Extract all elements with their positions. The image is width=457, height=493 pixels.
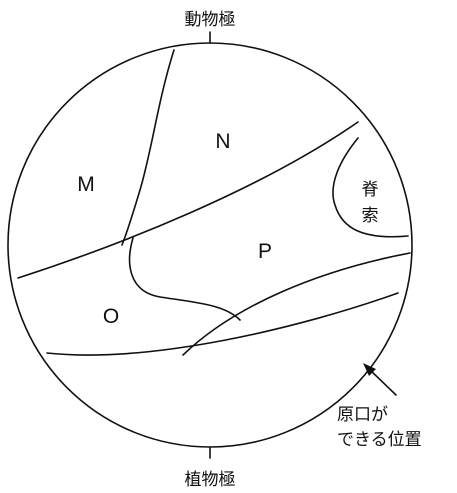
boundary-p-o bbox=[128, 237, 241, 321]
region-m-label: M bbox=[77, 173, 95, 196]
region-n-label: N bbox=[215, 130, 230, 153]
notochord-label-2: 索 bbox=[362, 206, 379, 226]
embryo-outline bbox=[7, 42, 413, 448]
notochord-label-1: 脊 bbox=[362, 180, 379, 200]
boundary-bottom bbox=[46, 292, 399, 356]
blastopore-arrow-head bbox=[363, 363, 376, 376]
region-o-label: O bbox=[103, 305, 119, 328]
boundary-notochord bbox=[332, 137, 409, 238]
animal-pole-label: 動物極 bbox=[185, 10, 236, 30]
blastopore-label-2: できる位置 bbox=[337, 430, 422, 450]
boundary-upper-diagonal bbox=[17, 121, 359, 279]
blastopore-arrow-line bbox=[367, 367, 397, 396]
boundary-m-n bbox=[121, 49, 175, 246]
blastopore-label-1: 原口が bbox=[337, 405, 388, 425]
vegetal-pole-label: 植物極 bbox=[185, 470, 236, 490]
region-p-label: P bbox=[258, 240, 272, 263]
boundary-lower-diagonal bbox=[182, 252, 411, 356]
